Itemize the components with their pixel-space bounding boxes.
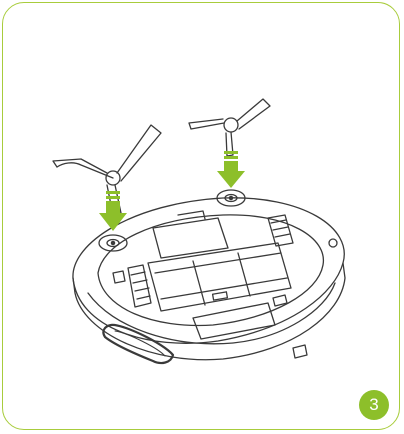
bumper-window bbox=[103, 325, 173, 363]
main-brush bbox=[148, 243, 291, 311]
install-arrow-right bbox=[217, 151, 245, 188]
dustbin-slot bbox=[193, 303, 275, 339]
instruction-card: 3 bbox=[2, 2, 400, 430]
side-brush-right bbox=[189, 99, 270, 156]
robot-vacuum-illustration bbox=[43, 93, 373, 383]
install-arrow-left bbox=[99, 191, 127, 231]
step-number-badge: 3 bbox=[359, 390, 389, 420]
wheel-left bbox=[128, 265, 151, 307]
